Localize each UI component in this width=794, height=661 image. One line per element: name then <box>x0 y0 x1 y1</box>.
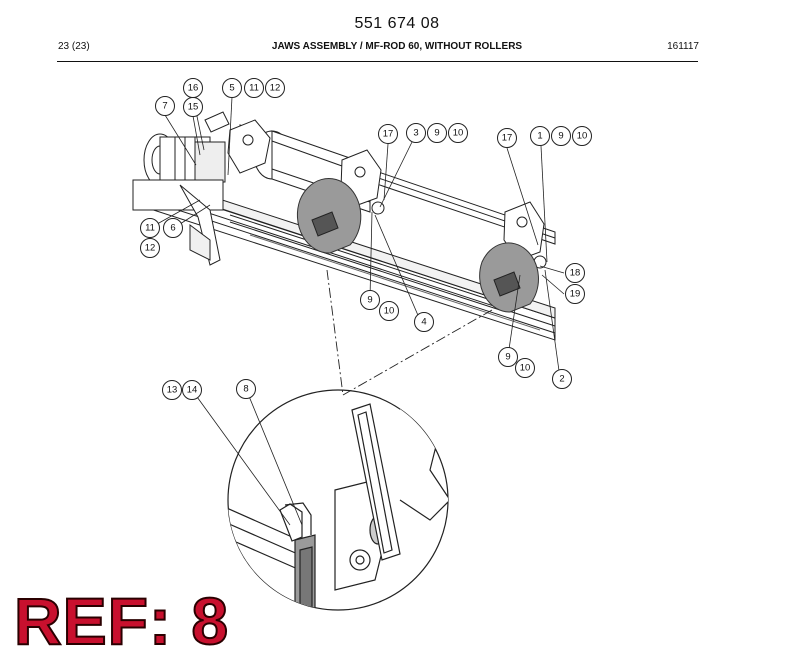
svg-text:6: 6 <box>170 223 175 234</box>
callout-6: 6 <box>163 218 183 238</box>
callout-11-left: 11 <box>140 218 160 238</box>
header-rule <box>57 61 698 62</box>
callout-5: 5 <box>222 78 242 98</box>
svg-text:16: 16 <box>188 83 199 94</box>
jaws-assembly-illustration <box>132 111 556 341</box>
jaw-disc-right <box>479 242 539 313</box>
callout-11-top: 11 <box>244 78 264 98</box>
svg-text:9: 9 <box>505 352 510 363</box>
svg-text:17: 17 <box>502 133 513 144</box>
callout-19: 19 <box>565 284 585 304</box>
motor-unit <box>132 111 230 266</box>
svg-text:10: 10 <box>520 363 531 374</box>
svg-text:12: 12 <box>145 243 156 254</box>
svg-text:9: 9 <box>558 131 563 142</box>
callout-15: 15 <box>183 97 203 117</box>
svg-text:3: 3 <box>413 128 418 139</box>
callout-17-right: 17 <box>497 128 517 148</box>
page-number: 23 (23) <box>58 41 90 52</box>
callout-8: 8 <box>236 379 256 399</box>
svg-text:10: 10 <box>384 306 395 317</box>
assembly-title: JAWS ASSEMBLY / MF-ROD 60, WITHOUT ROLLE… <box>271 41 523 52</box>
svg-text:12: 12 <box>270 83 281 94</box>
svg-text:18: 18 <box>570 268 581 279</box>
callout-10-middle: 10 <box>448 123 468 143</box>
svg-text:4: 4 <box>421 317 426 328</box>
callout-2: 2 <box>552 369 572 389</box>
callout-1: 1 <box>530 126 550 146</box>
callout-9-right: 9 <box>551 126 571 146</box>
callout-7: 7 <box>155 96 175 116</box>
detail-link-lines <box>326 269 493 396</box>
svg-text:13: 13 <box>167 385 178 396</box>
svg-text:7: 7 <box>162 101 167 112</box>
callout-9-lower-middle: 9 <box>360 290 380 310</box>
callout-3: 3 <box>406 123 426 143</box>
detail-view <box>227 389 449 611</box>
svg-text:1: 1 <box>537 131 542 142</box>
callout-17-middle: 17 <box>378 124 398 144</box>
jaw-disc-left <box>296 178 362 254</box>
svg-text:9: 9 <box>367 295 372 306</box>
leader-lines <box>149 96 565 526</box>
svg-text:11: 11 <box>249 83 259 94</box>
svg-text:11: 11 <box>145 223 155 234</box>
svg-text:19: 19 <box>570 289 581 300</box>
callout-13: 13 <box>162 380 182 400</box>
callout-9-middle: 9 <box>427 123 447 143</box>
callout-14: 14 <box>182 380 202 400</box>
revision-code: 161117 <box>667 41 699 52</box>
svg-text:5: 5 <box>229 83 234 94</box>
svg-text:10: 10 <box>453 128 464 139</box>
callout-16: 16 <box>183 78 203 98</box>
callout-12-top: 12 <box>265 78 285 98</box>
svg-text:8: 8 <box>243 384 248 395</box>
callout-4: 4 <box>414 312 434 332</box>
ref-label: REF: 8 <box>13 584 230 658</box>
svg-text:2: 2 <box>559 374 564 385</box>
callout-9-lower-right: 9 <box>498 347 518 367</box>
svg-text:15: 15 <box>188 102 199 113</box>
svg-text:9: 9 <box>434 128 439 139</box>
callout-12-left: 12 <box>140 238 160 258</box>
callout-10-lower-middle: 10 <box>379 301 399 321</box>
callout-18: 18 <box>565 263 585 283</box>
document-number: 551 674 08 <box>354 15 440 32</box>
svg-text:10: 10 <box>577 131 588 142</box>
clamp-bracket-left <box>227 119 271 174</box>
svg-text:14: 14 <box>187 385 198 396</box>
callout-10-lower-right: 10 <box>515 358 535 378</box>
svg-text:17: 17 <box>383 129 394 140</box>
callout-10-right: 10 <box>572 126 592 146</box>
